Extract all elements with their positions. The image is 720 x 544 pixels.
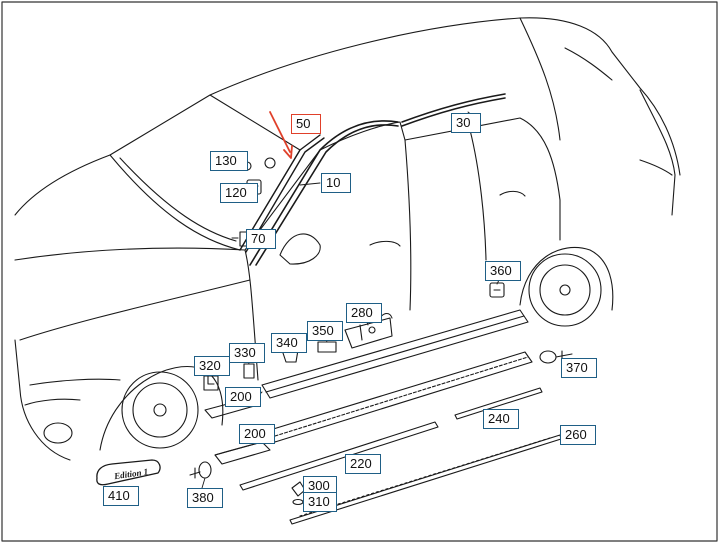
badge-text: Edition 1 — [112, 467, 148, 482]
edition-badge: Edition 1 — [96, 459, 161, 486]
callout-200-lower: 200 — [239, 424, 275, 444]
callout-340: 340 — [271, 333, 307, 353]
callout-320: 320 — [194, 356, 230, 376]
callout-200-upper: 200 — [225, 387, 261, 407]
callout-330: 330 — [229, 343, 265, 363]
callout-50: 50 — [291, 114, 321, 134]
callout-310: 310 — [303, 492, 337, 512]
callout-360: 360 — [485, 261, 521, 281]
callout-220: 220 — [345, 454, 381, 474]
red-arrow-icon — [269, 111, 293, 159]
callout-10: 10 — [321, 173, 351, 193]
callout-120: 120 — [220, 183, 258, 203]
callout-30: 30 — [451, 113, 481, 133]
clip-360 — [489, 282, 505, 298]
callout-380: 380 — [187, 488, 223, 508]
callout-240: 240 — [483, 409, 519, 429]
callout-70: 70 — [246, 229, 276, 249]
roof-moldings — [249, 93, 506, 266]
callout-280: 280 — [346, 303, 382, 323]
callout-130: 130 — [210, 151, 248, 171]
a-pillar-trim — [239, 134, 325, 253]
callout-260: 260 — [560, 425, 596, 445]
car-body — [14, 17, 681, 461]
callout-300: 300 — [303, 476, 337, 496]
callout-410: 410 — [103, 486, 139, 506]
callout-370: 370 — [561, 358, 597, 378]
push-pins — [189, 350, 573, 506]
callout-350: 350 — [307, 321, 343, 341]
